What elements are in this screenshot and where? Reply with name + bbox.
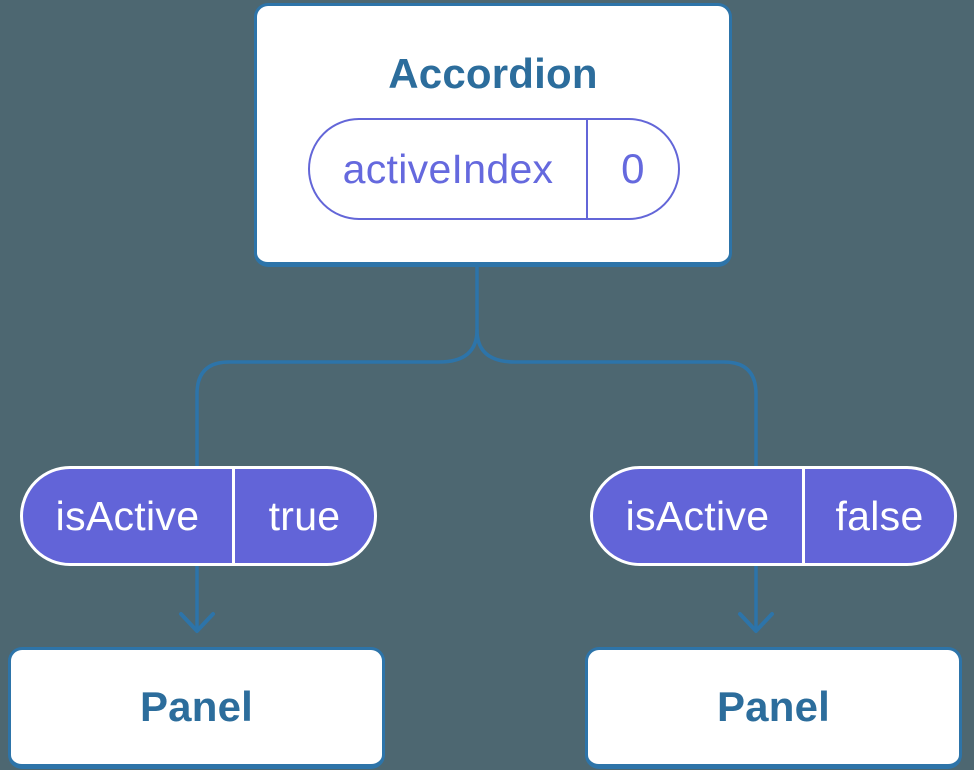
- prop-pill-name: isActive: [23, 469, 235, 563]
- panel-card-right: Panel: [585, 647, 962, 769]
- arrow-down-icon: [738, 612, 774, 633]
- connector-group: [179, 264, 774, 633]
- prop-pill-name: isActive: [593, 469, 805, 563]
- arrow-down-icon: [179, 612, 215, 633]
- prop-pill-value: false: [835, 492, 924, 539]
- state-pill: activeIndex 0: [308, 118, 680, 220]
- panel-title: Panel: [139, 683, 254, 730]
- panel-card-left: Panel: [8, 647, 385, 769]
- tree-branch-right: [475, 328, 758, 469]
- panel-title: Panel: [716, 683, 831, 730]
- tree-branch-left: [195, 264, 479, 469]
- prop-pill-is-active-true: isActive true: [20, 466, 377, 566]
- accordion-title: Accordion: [388, 50, 598, 97]
- prop-pill-value: true: [268, 492, 341, 539]
- state-pill-value: 0: [621, 145, 645, 192]
- prop-pill-is-active-false: isActive false: [590, 466, 957, 566]
- state-pill-name: activeIndex: [310, 120, 588, 218]
